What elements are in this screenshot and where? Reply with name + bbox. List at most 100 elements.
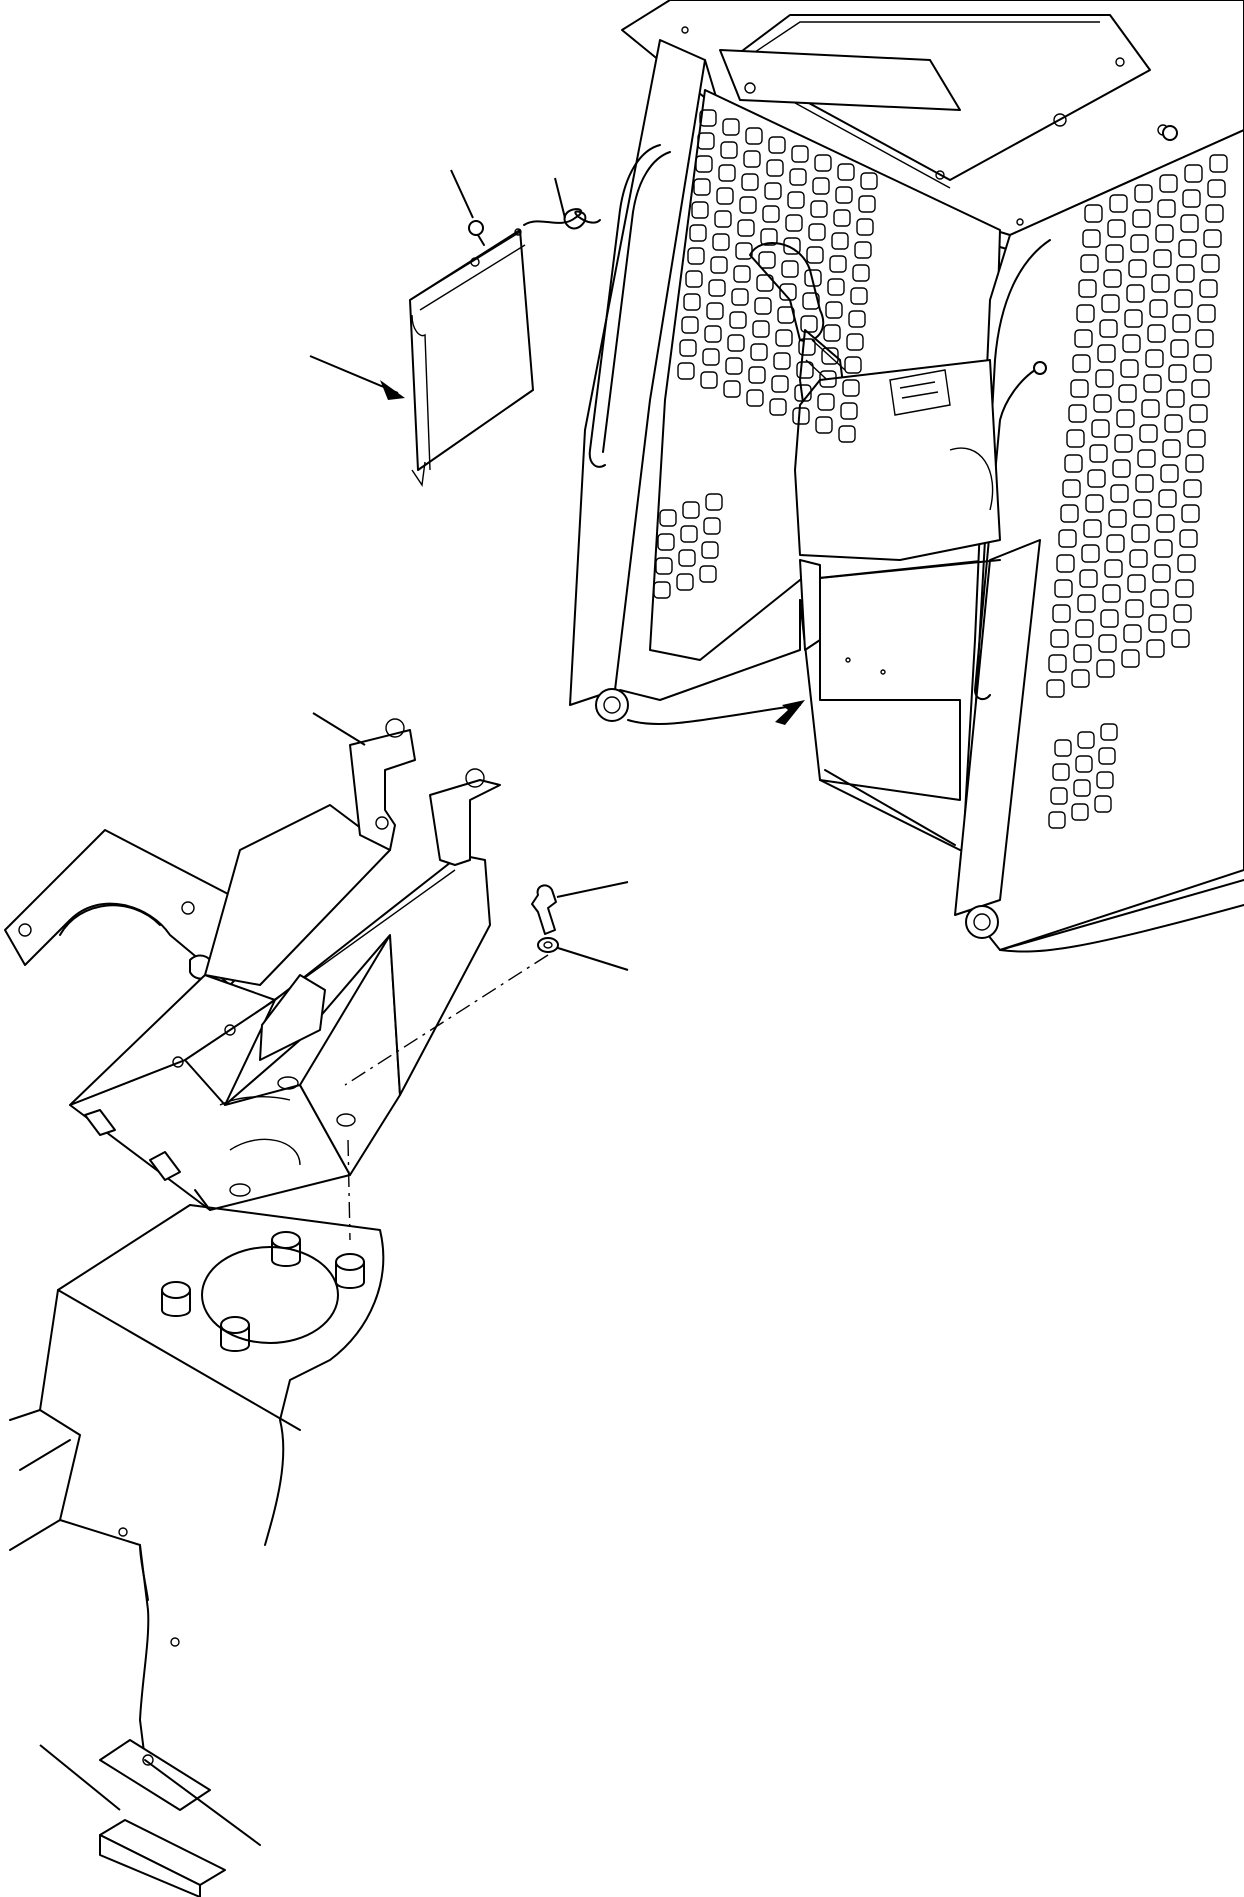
mesh-cell	[1159, 490, 1176, 507]
mesh-cell	[717, 188, 733, 204]
document-holder	[310, 170, 600, 485]
mesh-cell	[1163, 440, 1180, 457]
mesh-cell	[1186, 455, 1203, 472]
mesh-cell	[1111, 485, 1128, 502]
mesh-cell	[1127, 285, 1144, 302]
mesh-cell	[1136, 475, 1153, 492]
mesh-cell	[1204, 230, 1221, 247]
cab-side-mesh	[1047, 155, 1227, 697]
leader-frame-part	[40, 1745, 120, 1810]
mesh-cell	[1200, 280, 1217, 297]
mesh-cell	[795, 385, 811, 401]
mesh-cell	[1063, 480, 1080, 497]
mesh-cell	[1055, 580, 1072, 597]
mesh-cell	[1074, 780, 1090, 796]
mesh-cell	[1190, 405, 1207, 422]
mesh-cell	[1057, 555, 1074, 572]
mesh-cell	[1132, 525, 1149, 542]
mesh-cell	[853, 265, 869, 281]
mesh-cell	[765, 183, 781, 199]
mesh-cell	[1126, 600, 1143, 617]
mesh-cell	[767, 160, 783, 176]
mesh-cell	[1078, 595, 1095, 612]
mesh-cell	[847, 334, 863, 350]
mesh-cell	[1167, 390, 1184, 407]
mesh-cell	[1094, 395, 1111, 412]
mesh-cell	[705, 326, 721, 342]
mesh-cell	[688, 248, 704, 264]
mesh-cell	[1148, 325, 1165, 342]
leader-spring	[555, 178, 565, 218]
mesh-cell	[1156, 225, 1173, 242]
mesh-cell	[1099, 635, 1116, 652]
mesh-cell	[1128, 575, 1145, 592]
mesh-cell	[1180, 530, 1197, 547]
mesh-cell	[1090, 445, 1107, 462]
mesh-cell	[1134, 500, 1151, 517]
mesh-cell	[1144, 375, 1161, 392]
mesh-cell	[845, 357, 861, 373]
mesh-cell	[1147, 640, 1164, 657]
mesh-cell	[797, 362, 813, 378]
mesh-cell	[707, 303, 723, 319]
mesh-cell	[1153, 565, 1170, 582]
mesh-cell	[1076, 620, 1093, 637]
mesh-cell	[746, 128, 762, 144]
mesh-cell	[1049, 812, 1065, 828]
frame-opening	[202, 1247, 338, 1343]
mesh-cell	[805, 270, 821, 286]
mesh-cell	[713, 234, 729, 250]
mesh-cell	[1049, 655, 1066, 672]
mesh-cell	[822, 348, 838, 364]
mesh-cell	[782, 261, 798, 277]
mounting-boss	[221, 1317, 249, 1351]
mesh-cell	[1053, 605, 1070, 622]
mesh-cell	[1119, 385, 1136, 402]
mesh-cell	[751, 344, 767, 360]
mesh-cell	[772, 376, 788, 392]
mesh-cell	[703, 349, 719, 365]
mesh-cell	[1103, 585, 1120, 602]
mesh-cell	[1067, 430, 1084, 447]
mesh-cell	[836, 187, 852, 203]
mesh-cell	[1105, 560, 1122, 577]
mesh-cell	[654, 582, 670, 598]
leader-bracket	[313, 713, 365, 745]
mesh-cell	[1154, 250, 1171, 267]
leader-screw	[451, 170, 473, 218]
mesh-cell	[1152, 275, 1169, 292]
mesh-cell	[1096, 370, 1113, 387]
mesh-cell	[788, 192, 804, 208]
mesh-cell	[1083, 230, 1100, 247]
mesh-cell	[1151, 590, 1168, 607]
mesh-cell	[658, 534, 674, 550]
mesh-cell	[757, 275, 773, 291]
mesh-cell	[1176, 580, 1193, 597]
mesh-cell	[809, 224, 825, 240]
mesh-cell	[1081, 255, 1098, 272]
mesh-cell	[1177, 265, 1194, 282]
mesh-cell	[1169, 365, 1186, 382]
mesh-cell	[1172, 630, 1189, 647]
mesh-cell	[1155, 540, 1172, 557]
mesh-cell	[793, 408, 809, 424]
mesh-cell	[1059, 530, 1076, 547]
mesh-cell	[1113, 460, 1130, 477]
mesh-cell	[1100, 320, 1117, 337]
mesh-cell	[828, 279, 844, 295]
mesh-cell	[1101, 610, 1118, 627]
operator-console	[795, 360, 1000, 560]
mesh-cell	[1202, 255, 1219, 272]
mesh-cell	[709, 280, 725, 296]
mesh-cell	[1053, 764, 1069, 780]
mesh-cell	[1196, 330, 1213, 347]
mesh-cell	[749, 367, 765, 383]
mesh-cell	[1084, 520, 1101, 537]
mesh-cell	[1071, 380, 1088, 397]
mesh-cell	[656, 558, 672, 574]
mesh-cell	[818, 394, 834, 410]
mesh-cell	[698, 133, 714, 149]
mesh-cell	[786, 215, 802, 231]
mesh-cell	[682, 317, 698, 333]
